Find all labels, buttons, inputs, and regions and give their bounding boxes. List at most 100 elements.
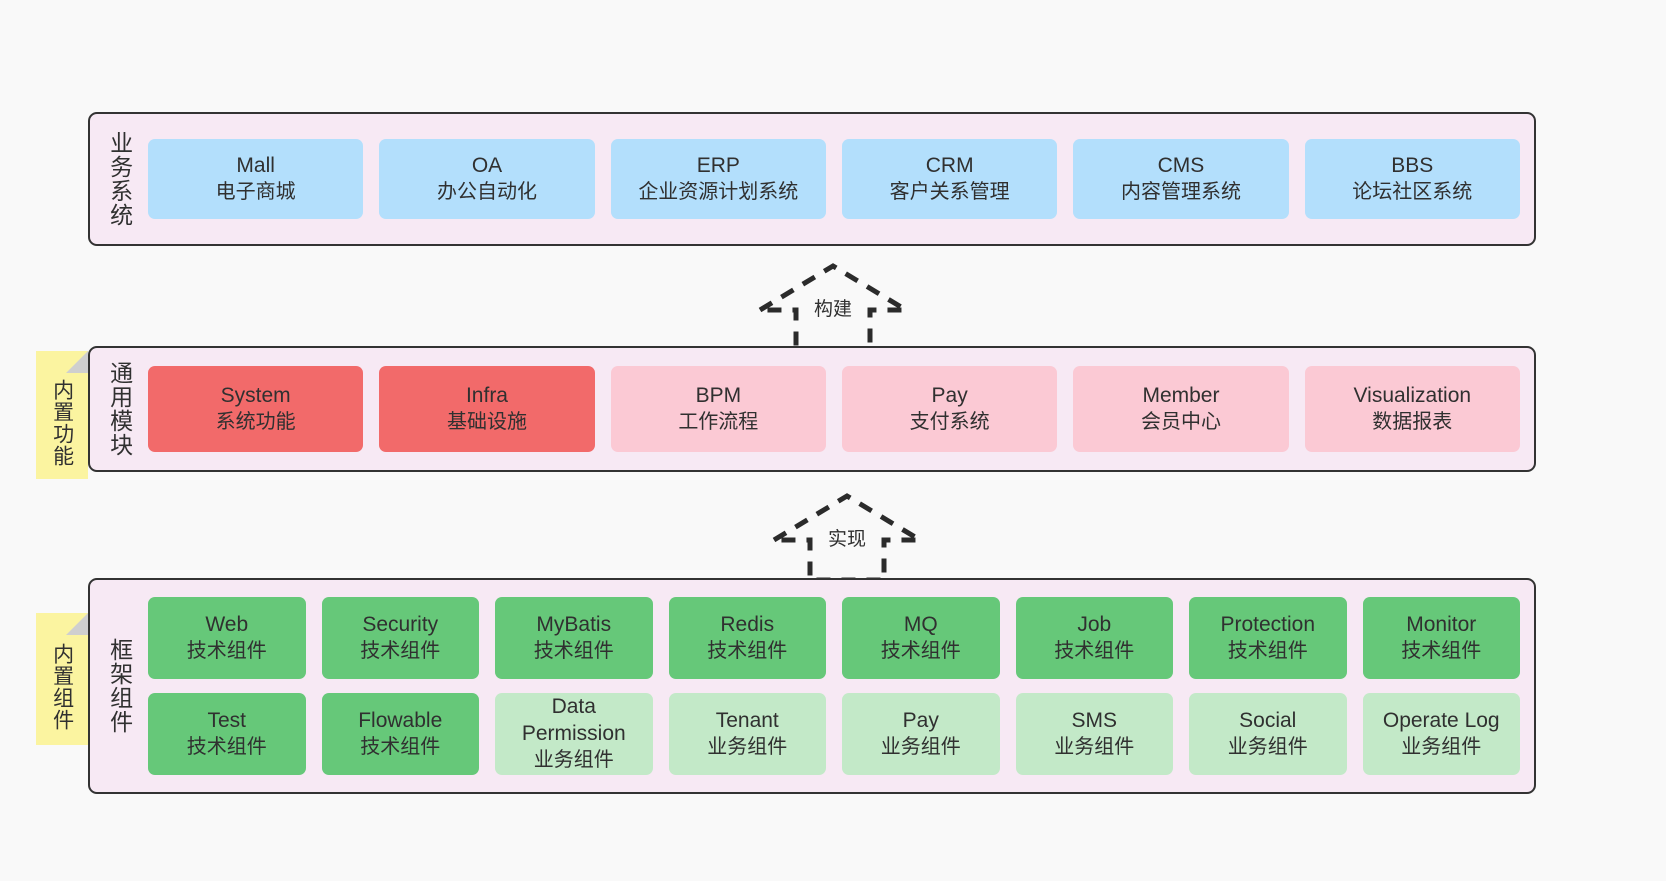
card-data-permission[interactable]: Data Permission 业务组件 <box>495 693 653 775</box>
card-title: OA <box>471 153 503 177</box>
card-title: Visualization <box>1353 383 1472 407</box>
card-subtitle: 业务组件 <box>1401 735 1482 758</box>
card-title: Test <box>207 708 246 732</box>
card-mq[interactable]: MQ 技术组件 <box>842 597 1000 679</box>
layer-title-framework: 框架组件 <box>106 638 133 734</box>
card-sms[interactable]: SMS 业务组件 <box>1015 693 1173 775</box>
card-subtitle: 技术组件 <box>186 735 267 758</box>
card-title: Tenant <box>715 708 779 732</box>
card-subtitle: 技术组件 <box>880 639 961 662</box>
card-test[interactable]: Test 技术组件 <box>148 693 306 775</box>
layer-title-business: 业务系统 <box>106 131 133 227</box>
card-subtitle: 论坛社区系统 <box>1352 180 1473 203</box>
card-web[interactable]: Web 技术组件 <box>148 597 306 679</box>
card-monitor[interactable]: Monitor 技术组件 <box>1362 597 1520 679</box>
card-title: Flowable <box>358 708 443 732</box>
card-subtitle: 业务组件 <box>880 735 961 758</box>
card-title: Redis <box>720 612 775 636</box>
build-arrow: 构建 <box>758 262 908 352</box>
card-subtitle: 业务组件 <box>1054 735 1135 758</box>
card-mybatis[interactable]: MyBatis 技术组件 <box>495 597 653 679</box>
build-arrow-icon <box>758 263 908 352</box>
layer-body-modules: System 系统功能 Infra 基础设施 BPM 工作流程 Pay 支付系统… <box>148 348 1534 470</box>
layer-framework-components: 框架组件 Web 技术组件 Security 技术组件 MyBatis 技术组件… <box>88 578 1536 794</box>
card-title: Social <box>1239 708 1297 732</box>
card-subtitle: 基础设施 <box>446 410 527 433</box>
card-subtitle: 技术组件 <box>186 639 267 662</box>
card-crm[interactable]: CRM 客户关系管理 <box>841 139 1058 219</box>
card-title: BPM <box>695 383 742 407</box>
framework-row-tech: Web 技术组件 Security 技术组件 MyBatis 技术组件 Redi… <box>148 597 1520 679</box>
sticky-note-builtin-component: 内置组件 <box>36 613 88 745</box>
card-social[interactable]: Social 业务组件 <box>1189 693 1347 775</box>
card-subtitle: 技术组件 <box>360 639 441 662</box>
implement-arrow-label: 实现 <box>827 529 867 550</box>
card-mall[interactable]: Mall 电子商城 <box>148 139 364 219</box>
implement-arrow-icon <box>772 493 922 582</box>
card-subtitle: 业务组件 <box>1227 735 1308 758</box>
card-cms[interactable]: CMS 内容管理系统 <box>1073 139 1289 219</box>
card-tenant[interactable]: Tenant 业务组件 <box>668 693 826 775</box>
framework-row-business: Test 技术组件 Flowable 技术组件 Data Permission … <box>148 693 1520 775</box>
layer-body-framework: Web 技术组件 Security 技术组件 MyBatis 技术组件 Redi… <box>148 580 1534 792</box>
card-oa[interactable]: OA 办公自动化 <box>379 139 595 219</box>
card-subtitle: 系统功能 <box>215 410 296 433</box>
card-title: Operate Log <box>1382 708 1500 732</box>
card-subtitle: 技术组件 <box>1054 639 1135 662</box>
card-infra[interactable]: Infra 基础设施 <box>379 366 595 452</box>
card-job[interactable]: Job 技术组件 <box>1015 597 1173 679</box>
sticky-note-label: 内置功能 <box>50 379 74 467</box>
build-arrow-label: 构建 <box>813 299 853 320</box>
card-title: CRM <box>925 153 974 177</box>
card-pay-module[interactable]: Pay 支付系统 <box>841 366 1058 452</box>
card-flowable[interactable]: Flowable 技术组件 <box>321 693 479 775</box>
card-subtitle: 业务组件 <box>533 749 614 772</box>
card-title: System <box>220 383 291 407</box>
card-title: BBS <box>1391 153 1434 177</box>
card-subtitle: 技术组件 <box>1227 639 1308 662</box>
card-operate-log[interactable]: Operate Log 业务组件 <box>1362 693 1520 775</box>
layer-business-systems: 业务系统 Mall 电子商城 OA 办公自动化 ERP 企业资源计划系统 CRM… <box>88 112 1536 246</box>
card-subtitle: 电子商城 <box>215 180 296 203</box>
layer-body-business: Mall 电子商城 OA 办公自动化 ERP 企业资源计划系统 CRM 客户关系… <box>148 114 1534 244</box>
card-bbs[interactable]: BBS 论坛社区系统 <box>1304 139 1520 219</box>
card-redis[interactable]: Redis 技术组件 <box>668 597 826 679</box>
implement-arrow: 实现 <box>772 492 922 582</box>
card-subtitle: 会员中心 <box>1140 410 1221 433</box>
layer-title-modules: 通用模块 <box>106 361 133 457</box>
card-title: CMS <box>1157 153 1205 177</box>
card-subtitle: 工作流程 <box>678 410 759 433</box>
card-title: SMS <box>1071 708 1117 732</box>
card-bpm[interactable]: BPM 工作流程 <box>610 366 826 452</box>
card-subtitle: 数据报表 <box>1372 410 1453 433</box>
card-title: Job <box>1077 612 1112 636</box>
card-title: Monitor <box>1406 612 1477 636</box>
card-subtitle: 技术组件 <box>360 735 441 758</box>
card-title: MQ <box>903 612 938 636</box>
sticky-note-label: 内置组件 <box>50 643 74 731</box>
card-title: Protection <box>1220 612 1316 636</box>
card-member[interactable]: Member 会员中心 <box>1073 366 1289 452</box>
card-protection[interactable]: Protection 技术组件 <box>1189 597 1347 679</box>
card-title: Member <box>1142 383 1220 407</box>
card-subtitle: 技术组件 <box>707 639 788 662</box>
card-title: Pay <box>931 383 968 407</box>
card-pay-component[interactable]: Pay 业务组件 <box>842 693 1000 775</box>
card-erp[interactable]: ERP 企业资源计划系统 <box>610 139 826 219</box>
card-title: ERP <box>696 153 740 177</box>
card-visualization[interactable]: Visualization 数据报表 <box>1304 366 1520 452</box>
card-security[interactable]: Security 技术组件 <box>321 597 479 679</box>
sticky-note-builtin-function: 内置功能 <box>36 351 88 479</box>
card-title: MyBatis <box>536 612 612 636</box>
card-subtitle: 企业资源计划系统 <box>638 180 799 203</box>
card-system[interactable]: System 系统功能 <box>148 366 364 452</box>
card-title: Pay <box>902 708 939 732</box>
card-title: Data Permission <box>521 695 626 746</box>
card-subtitle: 内容管理系统 <box>1120 180 1241 203</box>
card-title: Web <box>205 612 249 636</box>
card-title: Security <box>362 612 439 636</box>
card-subtitle: 业务组件 <box>707 735 788 758</box>
card-subtitle: 客户关系管理 <box>889 180 1010 203</box>
card-subtitle: 技术组件 <box>533 639 614 662</box>
